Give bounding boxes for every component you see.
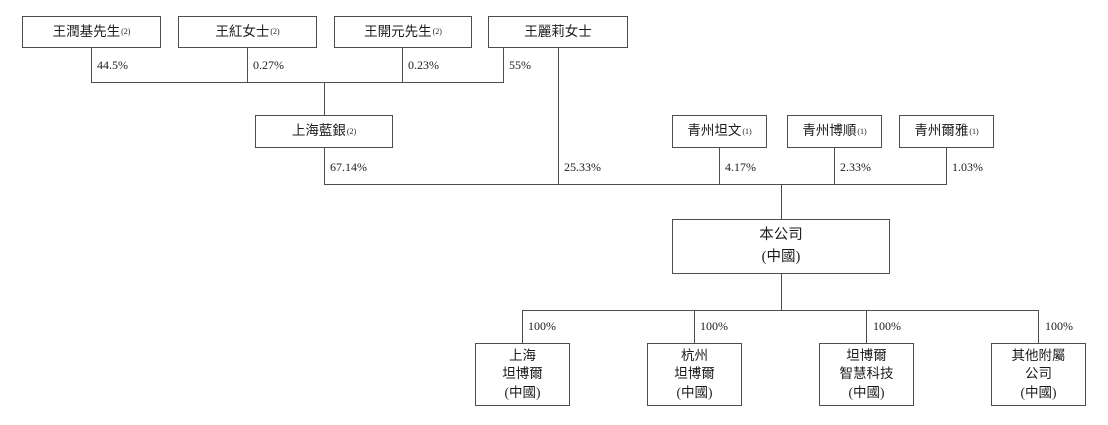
footnote-ref: (2) [346,126,357,136]
ownership-pct-qingzhou-boshun: 2.33% [840,160,871,174]
connector-line [402,48,403,82]
node-label: 王麗莉女士 [524,23,592,39]
node-shanghai-tanboer: 上海 坦博爾 (中國) [475,343,570,406]
ownership-pct-shanghai-lanyin: 67.14% [330,160,367,174]
node-wang-lili: 王麗莉女士 [488,16,628,48]
node-label: 杭州 坦博爾 (中國) [674,348,715,400]
node-label: 其他附屬 公司 (中國) [1011,348,1066,400]
node-qingzhou-boshun: 青州博順(1) [787,115,882,148]
connector-line [719,148,720,184]
ownership-pct-wang-hong: 0.27% [253,58,284,72]
node-label: 上海 坦博爾 (中國) [502,348,543,400]
node-label: 王紅女士 [215,23,270,39]
connector-line [522,310,1039,311]
connector-line [1038,310,1039,343]
connector-line [946,148,947,184]
node-wang-kaiyuan: 王開元先生(2) [334,16,472,48]
footnote-ref: (2) [121,27,131,36]
node-wang-hong: 王紅女士(2) [178,16,317,48]
ownership-pct-qingzhou-tanwen: 4.17% [725,160,756,174]
connector-line [834,148,835,184]
connector-line [694,310,695,343]
connector-line [91,48,92,82]
ownership-pct-wang-lili-lanyin: 55% [509,58,531,72]
connector-line [866,310,867,343]
ownership-pct-wang-runji: 44.5% [97,58,128,72]
node-tanboer-smart-tech: 坦博爾 智慧科技 (中國) [819,343,914,406]
node-label: 王潤基先生 [52,23,121,39]
node-label: 本公司 (中國) [759,226,803,265]
ownership-pct-tanboer-smart-tech: 100% [873,319,901,333]
connector-line [558,48,559,184]
node-label: 坦博爾 智慧科技 (中國) [839,348,894,400]
connector-line [91,82,504,83]
connector-line [781,274,782,310]
node-other-subsidiaries: 其他附屬 公司 (中國) [991,343,1086,406]
ownership-pct-hangzhou-tanboer: 100% [700,319,728,333]
ownership-pct-wang-kaiyuan: 0.23% [408,58,439,72]
node-hangzhou-tanboer: 杭州 坦博爾 (中國) [647,343,742,406]
node-label: 青州坦文 [687,123,742,139]
ownership-pct-wang-lili-company: 25.33% [564,160,601,174]
node-qingzhou-erya: 青州爾雅(1) [899,115,994,148]
connector-line [324,82,325,115]
footnote-ref: (1) [857,126,867,136]
footnote-ref: (1) [969,126,979,136]
node-label: 上海藍銀 [291,123,346,139]
node-label: 青州博順 [802,123,857,139]
ownership-pct-other-subsidiaries: 100% [1045,319,1073,333]
node-qingzhou-tanwen: 青州坦文(1) [672,115,767,148]
connector-line [522,310,523,343]
connector-line [247,48,248,82]
connector-line [324,148,325,184]
footnote-ref: (2) [432,27,442,36]
node-wang-runji: 王潤基先生(2) [22,16,161,48]
ownership-pct-shanghai-tanboer: 100% [528,319,556,333]
ownership-pct-qingzhou-erya: 1.03% [952,160,983,174]
node-label: 王開元先生 [364,23,432,39]
footnote-ref: (2) [270,27,280,36]
node-label: 青州爾雅 [914,123,969,139]
footnote-ref: (1) [742,126,752,136]
connector-line [781,184,782,219]
connector-line [503,48,504,82]
node-the-company: 本公司 (中國) [672,219,890,274]
connector-line [324,184,947,185]
node-shanghai-lanyin: 上海藍銀(2) [255,115,393,148]
